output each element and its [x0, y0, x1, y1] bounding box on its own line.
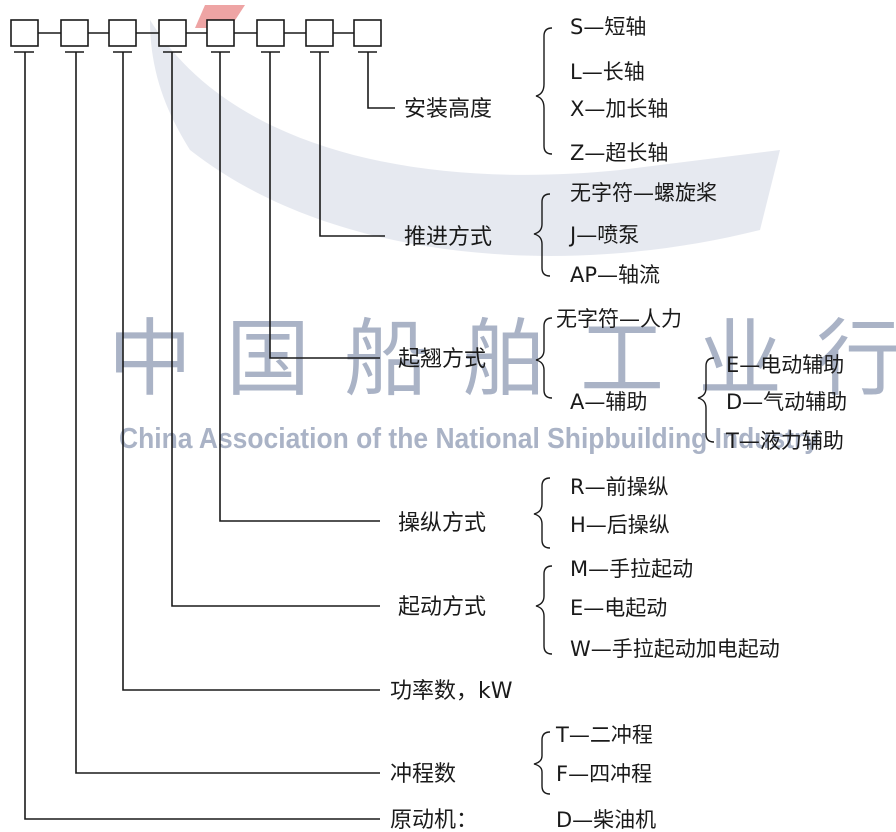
code-box-propulsion [305, 19, 334, 47]
connector-stroke [75, 52, 380, 774]
brace-steering [533, 477, 551, 549]
option-propulsion: J—喷泵 [568, 223, 639, 247]
label-stroke: 冲程数 [390, 762, 456, 787]
option-propulsion: 无字符—螺旋桨 [570, 181, 717, 205]
code-box-install-height [353, 19, 382, 47]
label-engine: 原动机： [390, 808, 478, 832]
option-stroke: F—四冲程 [556, 762, 652, 786]
option-install-height: S—短轴 [570, 15, 646, 39]
connector-install-height [367, 52, 395, 109]
option-install-height: L—长轴 [570, 60, 645, 84]
label-starting: 起动方式 [398, 595, 486, 620]
code-box-power [108, 19, 137, 47]
option-starting: E—电起动 [570, 596, 667, 620]
connector-power [122, 52, 380, 691]
watermark-english: China Association of the National Shipbu… [119, 423, 819, 455]
option-lift-assist: E—电动辅助 [726, 353, 844, 377]
option-lift-assist: D—气动辅助 [726, 390, 847, 414]
code-box-stroke [60, 19, 89, 47]
label-power: 功率数，kW [390, 679, 513, 704]
connector-lines [24, 52, 395, 820]
code-box-lift [256, 19, 285, 47]
option-steering: H—后操纵 [570, 513, 670, 537]
label-lift: 起翘方式 [398, 347, 486, 372]
brace-lift [535, 317, 553, 399]
option-starting: W—手拉起动加电起动 [570, 637, 780, 661]
brace-propulsion [533, 193, 551, 277]
code-box-starting [158, 19, 187, 47]
option-engine: D—柴油机 [556, 808, 656, 832]
brace-stroke [533, 731, 551, 795]
option-lift: 无字符—人力 [556, 307, 682, 331]
option-install-height: X—加长轴 [570, 97, 668, 121]
brace-install-height [535, 27, 553, 155]
connector-lift [269, 52, 380, 359]
code-box-engine [10, 19, 39, 47]
label-steering: 操纵方式 [398, 511, 486, 536]
connector-steering [219, 52, 380, 522]
label-propulsion: 推进方式 [404, 225, 492, 250]
option-lift-assist: T—液力辅助 [725, 429, 844, 453]
option-lift: A—辅助 [570, 390, 647, 414]
label-install-height: 安装高度 [404, 97, 492, 122]
connector-propulsion [319, 52, 385, 237]
option-stroke: T—二冲程 [555, 723, 653, 747]
brace-starting [535, 565, 553, 655]
option-starting: M—手拉起动 [570, 557, 693, 581]
option-propulsion: AP—轴流 [570, 263, 660, 287]
option-steering: R—前操纵 [570, 475, 669, 499]
watermark-chinese: 中国船舶工业行业协会 [108, 310, 896, 408]
code-box-steering [206, 19, 235, 47]
brace-lift-assist [697, 357, 715, 443]
code-boxes [10, 19, 382, 53]
connector-engine [24, 52, 380, 820]
option-install-height: Z—超长轴 [570, 141, 668, 165]
watermark-swoosh [150, 20, 780, 256]
connector-starting [171, 52, 380, 607]
braces [533, 27, 715, 795]
